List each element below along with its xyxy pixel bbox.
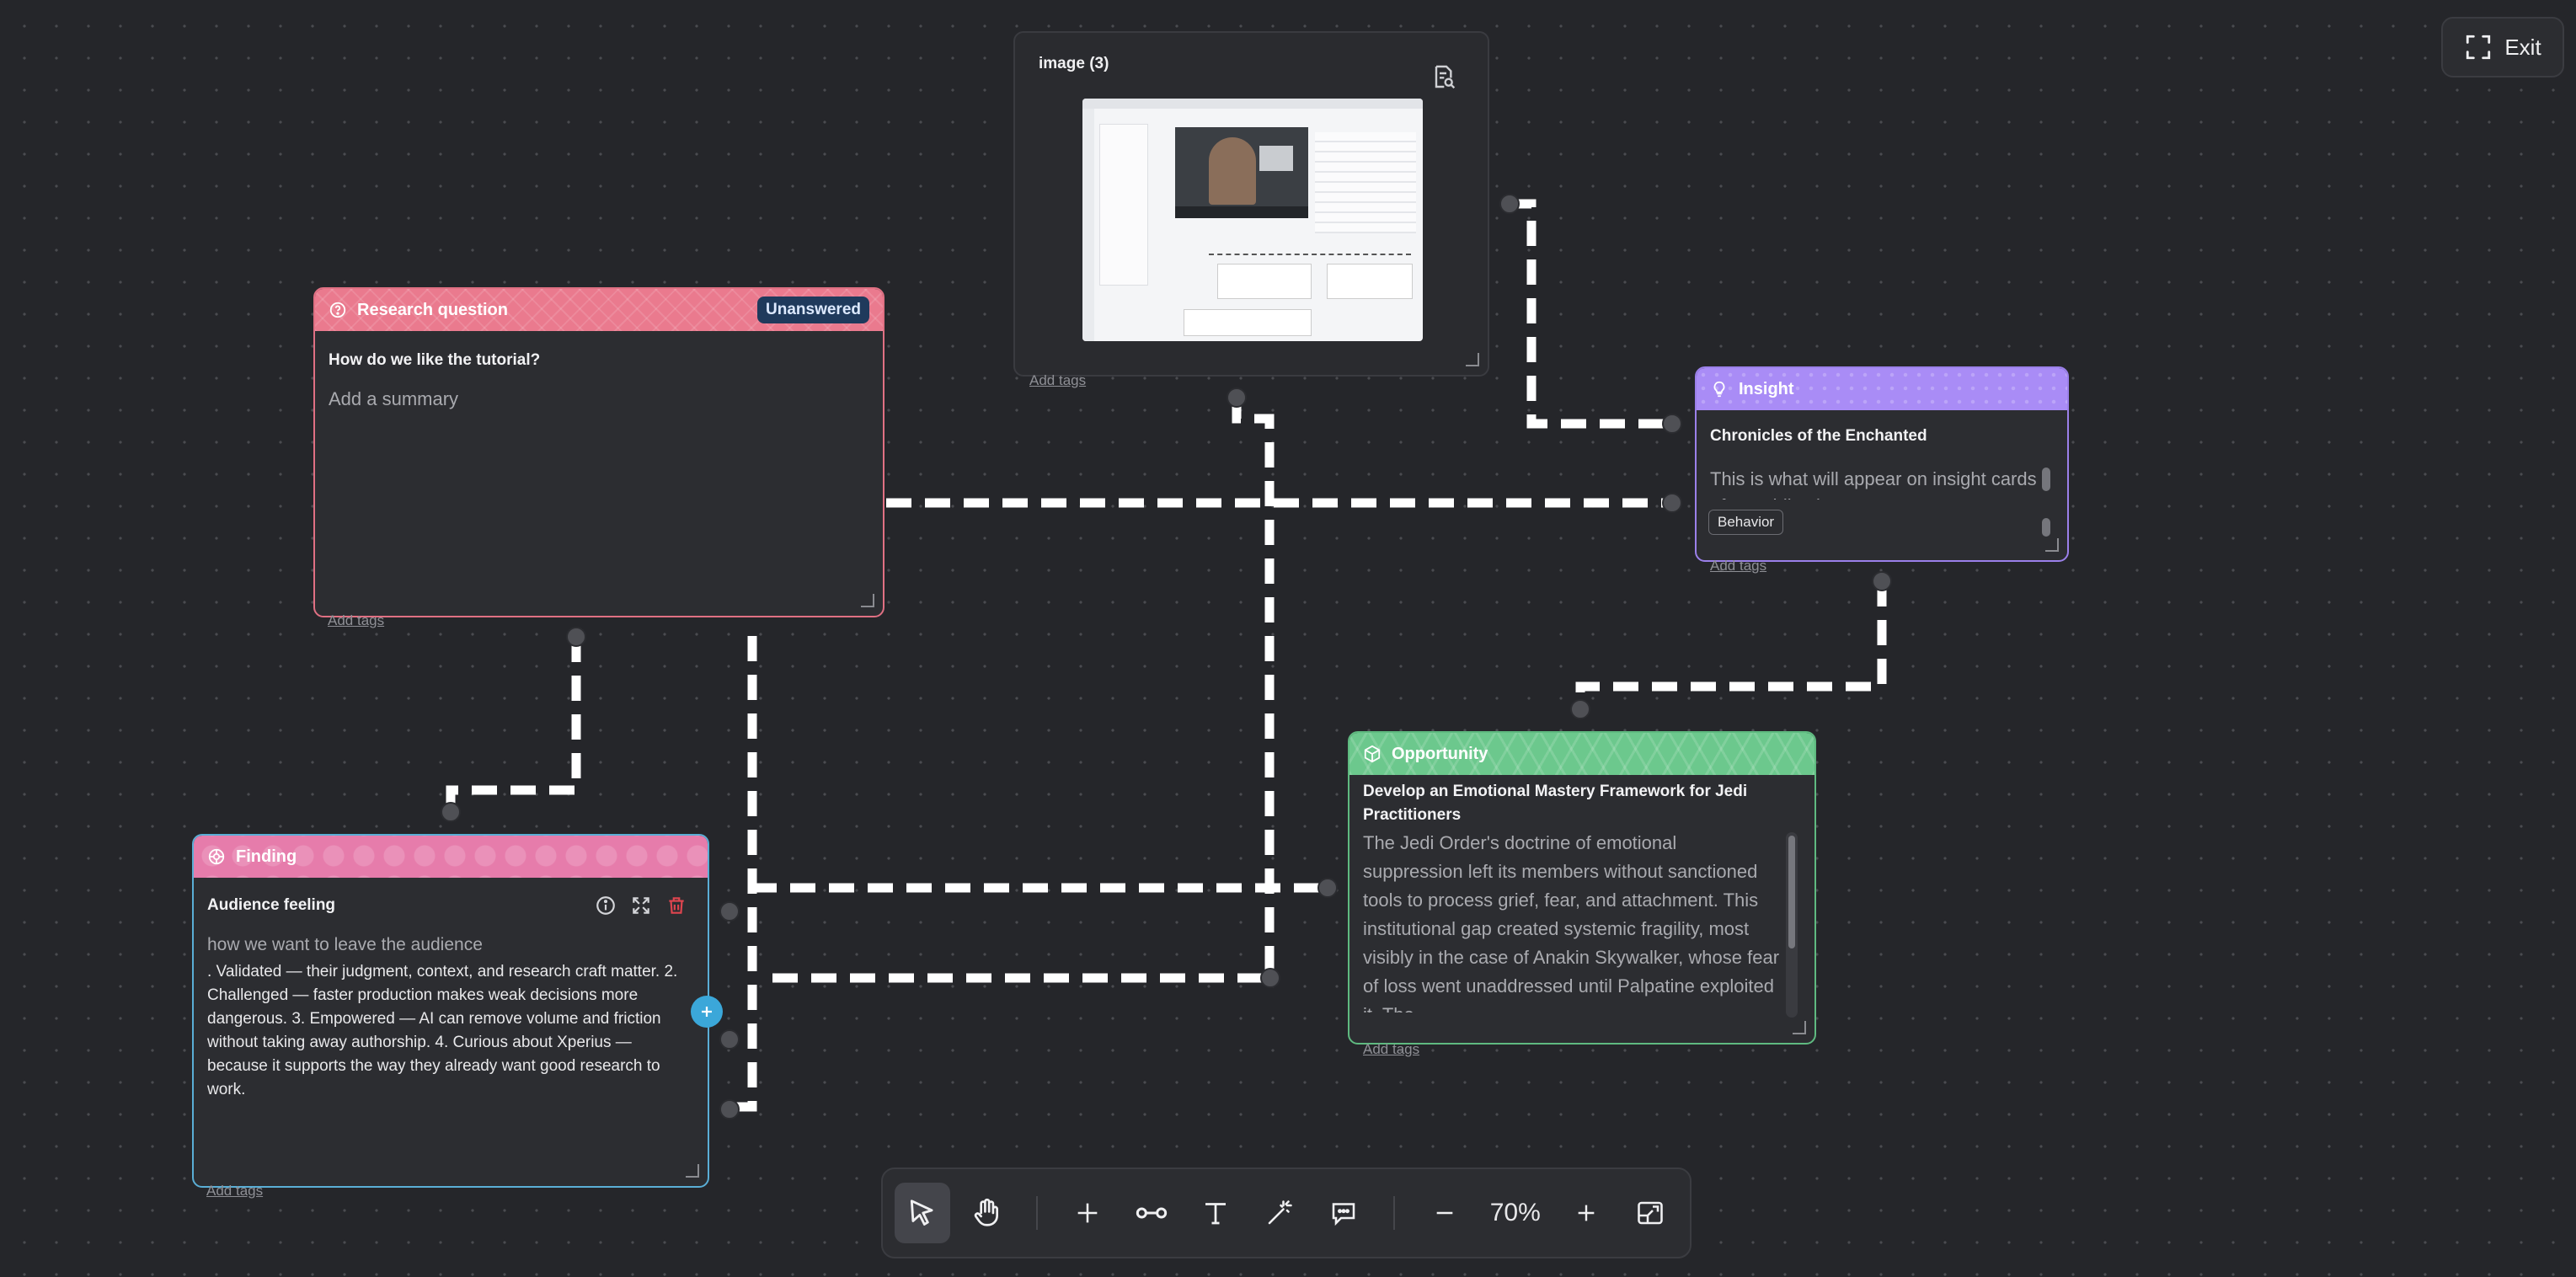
- research-question-header: Research question Unanswered: [315, 289, 883, 331]
- port-finding-top[interactable]: [441, 802, 461, 822]
- fit-view-button[interactable]: [1622, 1183, 1678, 1243]
- toolbar-separator: [1392, 1196, 1395, 1230]
- finding-icon: [208, 848, 225, 865]
- research-add-tags[interactable]: Add tags: [328, 612, 385, 628]
- port-insight-left[interactable]: [1662, 493, 1682, 513]
- ai-tool[interactable]: [1252, 1183, 1307, 1243]
- insight-body[interactable]: This is what will appear on insight card…: [1710, 468, 2037, 500]
- opportunity-add-tags[interactable]: Add tags: [1363, 1041, 1420, 1057]
- finding-card[interactable]: Finding Audience feeling how we want to …: [192, 834, 709, 1188]
- finding-body[interactable]: . Validated — their judgment, context, a…: [207, 963, 678, 1098]
- cursor-icon: [910, 1200, 933, 1226]
- insight-scrollbar[interactable]: [2042, 468, 2052, 543]
- port-insight-top-left[interactable]: [1662, 414, 1682, 434]
- expand-icon[interactable]: [630, 895, 652, 916]
- pan-tool[interactable]: [959, 1183, 1014, 1243]
- fullscreen-exit-icon: [2466, 35, 2491, 60]
- box-icon: [1364, 745, 1381, 763]
- exit-button[interactable]: Exit: [2441, 17, 2564, 77]
- insight-add-tags[interactable]: Add tags: [1710, 558, 1767, 574]
- finding-type: Finding: [236, 847, 297, 866]
- insight-card[interactable]: Insight Chronicles of the Enchanted This…: [1695, 366, 2069, 562]
- behavior-tag[interactable]: Behavior: [1708, 510, 1784, 535]
- port-finding-right-1[interactable]: [719, 901, 740, 922]
- port-opportunity-left[interactable]: [1317, 878, 1338, 898]
- info-icon[interactable]: [595, 895, 617, 916]
- finding-lead[interactable]: how we want to leave the audience: [207, 935, 483, 954]
- insight-header: Insight: [1697, 368, 2067, 410]
- research-question-summary[interactable]: Add a summary: [329, 388, 459, 409]
- opportunity-card-resize-handle[interactable]: [1793, 1021, 1806, 1034]
- connect-tool[interactable]: [1124, 1183, 1179, 1243]
- image-thumbnail: [1082, 99, 1423, 341]
- comment-icon: [1332, 1203, 1355, 1226]
- port-image-right[interactable]: [1499, 194, 1520, 214]
- connector-icon: [1136, 1207, 1167, 1219]
- edge-insight-opportunity: [1575, 581, 1887, 709]
- finding-header: Finding: [194, 836, 708, 878]
- canvas-toolbar: 70%: [881, 1167, 1692, 1258]
- lightbulb-icon: [1713, 381, 1725, 398]
- add-connection-plus-button[interactable]: [691, 996, 723, 1028]
- opportunity-type: Opportunity: [1392, 744, 1488, 763]
- port-finding-right-2[interactable]: [719, 1029, 740, 1050]
- port-insight-bottom[interactable]: [1872, 571, 1892, 591]
- status-badge[interactable]: Unanswered: [757, 297, 869, 323]
- plus-icon: [1578, 1205, 1595, 1221]
- port-research-bottom[interactable]: [566, 627, 586, 647]
- opportunity-body[interactable]: The Jedi Order's doctrine of emotional s…: [1363, 832, 1780, 1013]
- opportunity-scrollbar[interactable]: [1786, 832, 1798, 1018]
- insight-title[interactable]: Chronicles of the Enchanted: [1710, 427, 1927, 445]
- plus-icon: [1077, 1203, 1098, 1223]
- minus-icon: [1436, 1211, 1452, 1215]
- edge-image-insight: [1510, 199, 1672, 429]
- text-icon: [1205, 1203, 1226, 1225]
- zoom-level: 70%: [1489, 1199, 1541, 1226]
- zoom-out-button[interactable]: [1417, 1183, 1472, 1243]
- zoom-in-button[interactable]: [1558, 1183, 1614, 1243]
- magic-wand-icon: [1268, 1200, 1292, 1225]
- document-search-icon[interactable]: [1430, 63, 1456, 90]
- exit-label: Exit: [2504, 34, 2541, 60]
- hand-icon: [974, 1198, 998, 1226]
- insight-type: Insight: [1739, 379, 1794, 398]
- text-tool[interactable]: [1188, 1183, 1243, 1243]
- image-card-add-tags[interactable]: Add tags: [1029, 372, 1087, 388]
- finding-add-tags[interactable]: Add tags: [206, 1183, 264, 1199]
- comment-tool[interactable]: [1316, 1183, 1371, 1243]
- edge-research-finding: [446, 637, 581, 812]
- opportunity-card[interactable]: Opportunity Develop an Emotional Mastery…: [1348, 731, 1816, 1045]
- select-tool[interactable]: [895, 1183, 950, 1243]
- port-image-bottom[interactable]: [1227, 387, 1247, 408]
- question-icon: [329, 302, 346, 318]
- research-question-card[interactable]: Research question Unanswered How do we l…: [313, 287, 884, 617]
- research-card-resize-handle[interactable]: [861, 594, 874, 607]
- insight-card-resize-handle[interactable]: [2045, 538, 2059, 552]
- toolbar-separator: [1035, 1196, 1038, 1230]
- plus-icon: [702, 1007, 712, 1017]
- opportunity-title[interactable]: Develop an Emotional Mastery Framework f…: [1363, 783, 1748, 824]
- research-question-title[interactable]: How do we like the tutorial?: [329, 351, 541, 369]
- image-card-resize-handle[interactable]: [1466, 353, 1479, 366]
- port-opportunity-bottom-left[interactable]: [1260, 968, 1280, 988]
- research-question-type: Research question: [357, 300, 508, 319]
- finding-title[interactable]: Audience feeling: [207, 896, 336, 914]
- trash-icon[interactable]: [665, 895, 687, 916]
- port-opportunity-top[interactable]: [1570, 699, 1590, 719]
- opportunity-header: Opportunity: [1349, 733, 1814, 775]
- fit-view-icon: [1638, 1201, 1663, 1225]
- add-tool[interactable]: [1060, 1183, 1115, 1243]
- image-card[interactable]: image (3): [1013, 31, 1489, 377]
- finding-card-resize-handle[interactable]: [686, 1164, 699, 1178]
- image-card-title: image (3): [1039, 55, 1109, 72]
- port-finding-right-3[interactable]: [719, 1099, 740, 1119]
